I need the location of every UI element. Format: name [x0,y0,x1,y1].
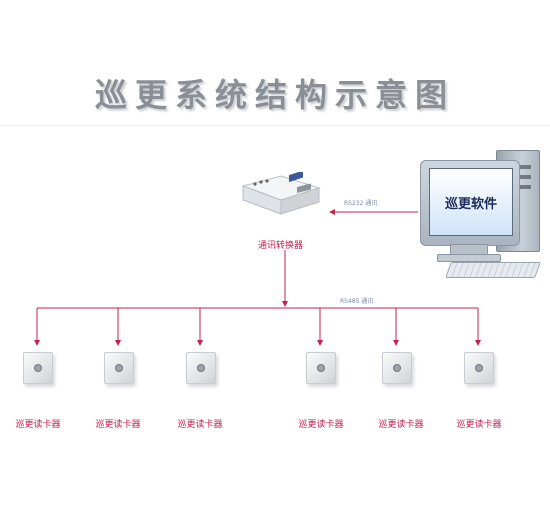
title-divider [0,125,550,126]
diagram-title: 巡更系统结构示意图 [94,76,455,114]
reader-sensor-icon [475,364,483,372]
reader-label: 巡更读卡器 [15,420,61,430]
reader-1 [23,352,53,384]
monitor: 巡更软件 [420,160,520,246]
reader-label: 巡更读卡器 [95,420,141,430]
reader-label: 巡更读卡器 [378,420,424,430]
converter-label: 通讯转换器 [258,241,304,251]
keyboard [445,262,541,278]
reader-sensor-icon [317,364,325,372]
reader-label: 巡更读卡器 [456,420,502,430]
reader-label: 巡更读卡器 [177,420,223,430]
reader-sensor-icon [34,364,42,372]
rs485-label: RS485 通讯 [340,298,374,305]
software-screen: 巡更软件 [429,168,513,236]
reader-label: 巡更读卡器 [298,420,344,430]
reader-sensor-icon [197,364,205,372]
reader-6 [464,352,494,384]
reader-2 [104,352,134,384]
reader-4 [306,352,336,384]
reader-3 [186,352,216,384]
monitor-base [437,254,501,262]
rs232-label: RS232 通讯 [344,200,378,207]
reader-sensor-icon [393,364,401,372]
reader-5 [382,352,412,384]
reader-sensor-icon [115,364,123,372]
converter-device [241,172,321,215]
